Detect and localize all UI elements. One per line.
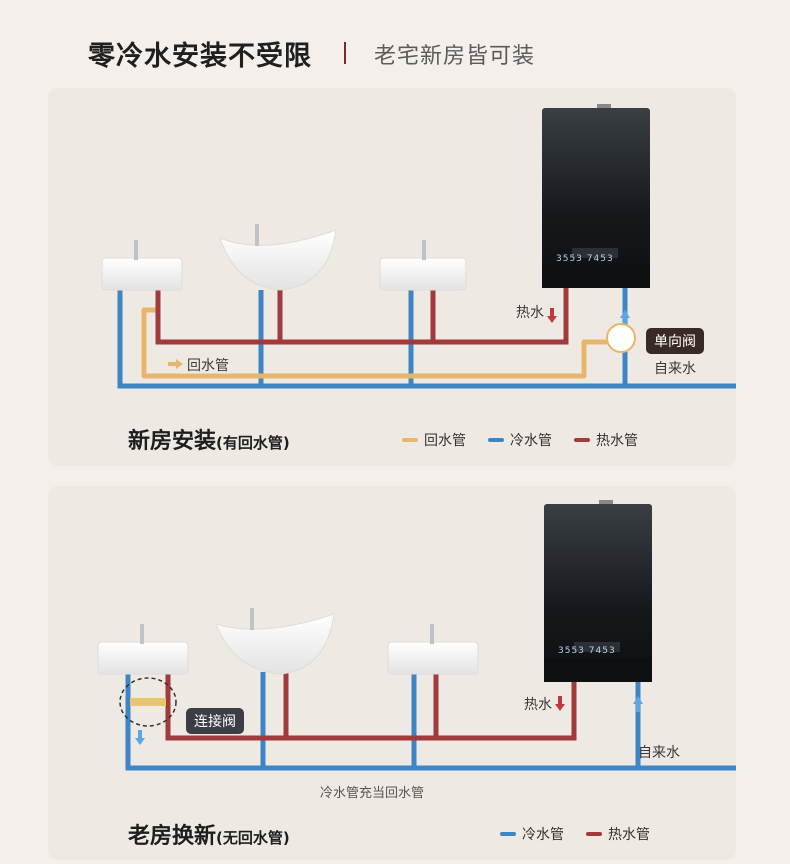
pipe-legend: 回水管 冷水管 热水管	[402, 430, 638, 450]
basin-bowl	[219, 224, 337, 291]
water-heater	[542, 104, 650, 288]
arrow-down-icon	[555, 696, 565, 711]
pipe-legend: 冷水管 热水管	[500, 824, 650, 844]
arrow-up-icon	[620, 310, 630, 326]
connector-valve-tag: 连接阀	[186, 708, 244, 734]
tap-water-label: 自来水	[654, 361, 696, 377]
tap-water-label: 自来水	[638, 745, 680, 761]
page-subtitle: 老宅新房皆可装	[374, 44, 536, 69]
connector-valve	[130, 698, 166, 706]
cold-water-pipe	[117, 290, 736, 389]
check-valve-tag: 单向阀	[646, 328, 704, 354]
connector-valve-marker	[119, 677, 177, 727]
heater-display: 3553 7453	[556, 254, 614, 264]
panel-title: 老房换新(无回水管)	[128, 824, 290, 849]
cold-water-pipe	[125, 672, 736, 771]
legend-item-cold: 冷水管	[488, 430, 552, 450]
page-header: 零冷水安装不受限 老宅新房皆可装	[0, 0, 790, 86]
arrow-down-icon	[547, 308, 557, 323]
arrow-up-icon	[633, 696, 643, 712]
hot-water-label: 热水	[516, 305, 544, 321]
new-house-diagram	[101, 104, 736, 389]
title-divider	[344, 42, 346, 64]
sink-1	[97, 624, 189, 675]
check-valve-marker	[606, 323, 636, 353]
basin-bowl	[215, 608, 335, 675]
old-house-diagram	[97, 500, 736, 771]
sink-1	[101, 240, 183, 291]
water-heater	[544, 500, 652, 682]
arrow-down-icon	[135, 730, 145, 745]
panel-title: 新房安装(有回水管)	[128, 429, 290, 454]
legend-item-hot: 热水管	[586, 824, 650, 844]
sink-2	[379, 240, 467, 291]
return-pipe-label: 回水管	[187, 358, 229, 374]
hot-water-pipe	[165, 672, 577, 741]
arrow-right-icon	[168, 359, 183, 369]
legend-item-cold: 冷水管	[500, 824, 564, 844]
legend-item-hot: 热水管	[574, 430, 638, 450]
legend-item-return: 回水管	[402, 430, 466, 450]
return-water-pipe	[141, 307, 626, 379]
cold-as-return-label: 冷水管充当回水管	[320, 786, 425, 801]
hot-water-pipe	[155, 286, 569, 345]
hot-water-label: 热水	[524, 697, 552, 713]
old-house-panel: 3553 7453 热水 连接阀 自来水 冷水管充当回水管 老房换新(无回水管)…	[48, 486, 736, 860]
page-title: 零冷水安装不受限	[88, 41, 312, 72]
new-house-panel: 3553 7453 热水 回水管 单向阀 自来水 新房安装(有回水管) 回水管 …	[48, 88, 736, 466]
sink-2	[387, 624, 479, 675]
heater-display: 3553 7453	[558, 646, 616, 656]
